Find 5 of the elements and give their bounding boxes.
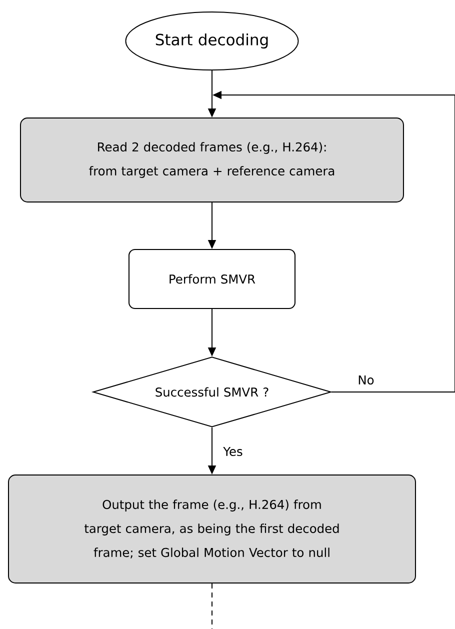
process-box: Output the frame (e.g., H.264) from target camera, as being the first decoded frame; set Global Motion Vector to null <box>8 474 416 584</box>
process-box: Read 2 decoded frames (e.g., H.264): from target camera + reference camera <box>20 118 404 202</box>
edge-label: Yes <box>222 446 244 458</box>
process-box: Perform SMVR <box>128 249 296 309</box>
edge-label: No <box>356 374 376 386</box>
